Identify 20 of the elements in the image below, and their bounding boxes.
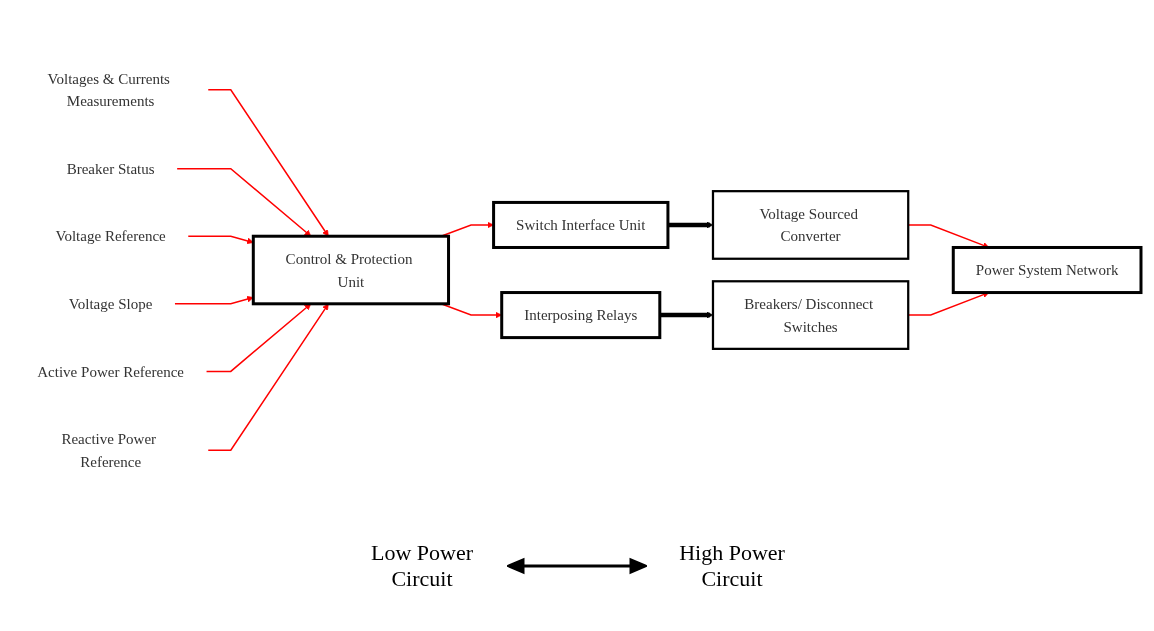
arrow (176, 167, 312, 237)
node-text: Breaker Status (66, 160, 155, 177)
node-text: Voltage Reference (55, 227, 166, 245)
circuit-label: Low Power Circuit (369, 540, 474, 592)
node-box: Switch Interface Unit (492, 200, 670, 249)
node-box: Voltage Sourced Converter (711, 190, 910, 260)
node-text: Active Power Reference (37, 363, 185, 380)
circuit-label: High Power Circuit (678, 540, 786, 592)
arrow (205, 303, 312, 373)
node-box: Control & Protection Unit (251, 234, 451, 306)
node-box: Breakers/ Disconnect Switches (711, 280, 910, 350)
arrow (207, 89, 329, 237)
node-text: Voltages & Currents Measurements (47, 70, 170, 110)
node-text: Reactive Power Reference (61, 430, 157, 470)
arrow (207, 303, 329, 451)
node-box: Interposing Relays (500, 291, 662, 340)
arrow (187, 235, 254, 245)
node-text: Voltage Slope (68, 295, 153, 313)
arrow (174, 295, 254, 305)
node-box: Power System Network (951, 245, 1143, 295)
